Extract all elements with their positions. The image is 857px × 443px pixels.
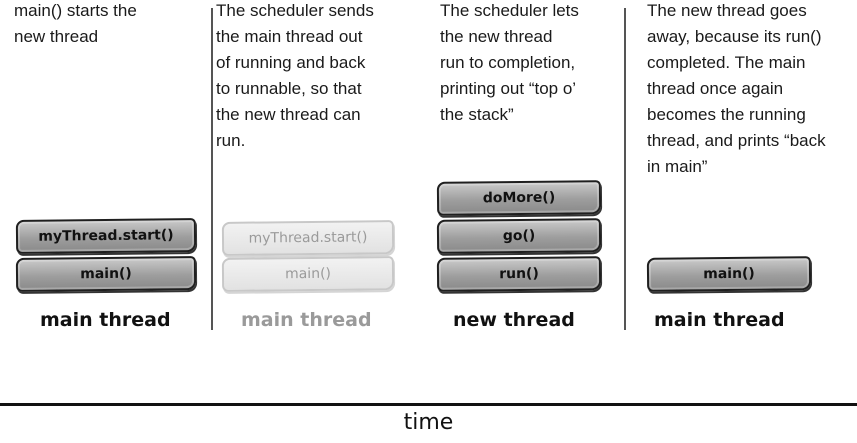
divider-2 xyxy=(624,8,626,330)
panel-3-thread-label: new thread xyxy=(453,309,575,331)
stack-frame-domore: doMore() xyxy=(436,180,602,216)
stack-frame-run: run() xyxy=(436,256,602,292)
panel-4-thread-label: main thread xyxy=(654,309,785,331)
panel-2-thread-label: main thread xyxy=(241,309,372,331)
time-axis-line xyxy=(0,403,857,406)
panel-1-description: main() starts the new thread xyxy=(14,1,137,46)
panel-2-description: The scheduler sends the main thread out … xyxy=(216,1,374,150)
stack-frame-main: main() xyxy=(15,256,197,292)
time-axis-label: time xyxy=(403,410,454,435)
stack-frame-main-faded: main() xyxy=(221,256,395,292)
panel-1-thread-label: main thread xyxy=(40,309,171,331)
stack-frame-go: go() xyxy=(436,218,602,254)
divider-1 xyxy=(211,8,213,330)
panel-4-description: The new thread goes away, because its ru… xyxy=(647,1,826,176)
panel-3-description: The scheduler lets the new thread run to… xyxy=(440,1,579,124)
stack-frame-mythread-start-faded: myThread.start() xyxy=(221,220,395,256)
stack-frame-mythread-start: myThread.start() xyxy=(15,218,197,254)
stack-frame-main-resumed: main() xyxy=(646,256,812,292)
